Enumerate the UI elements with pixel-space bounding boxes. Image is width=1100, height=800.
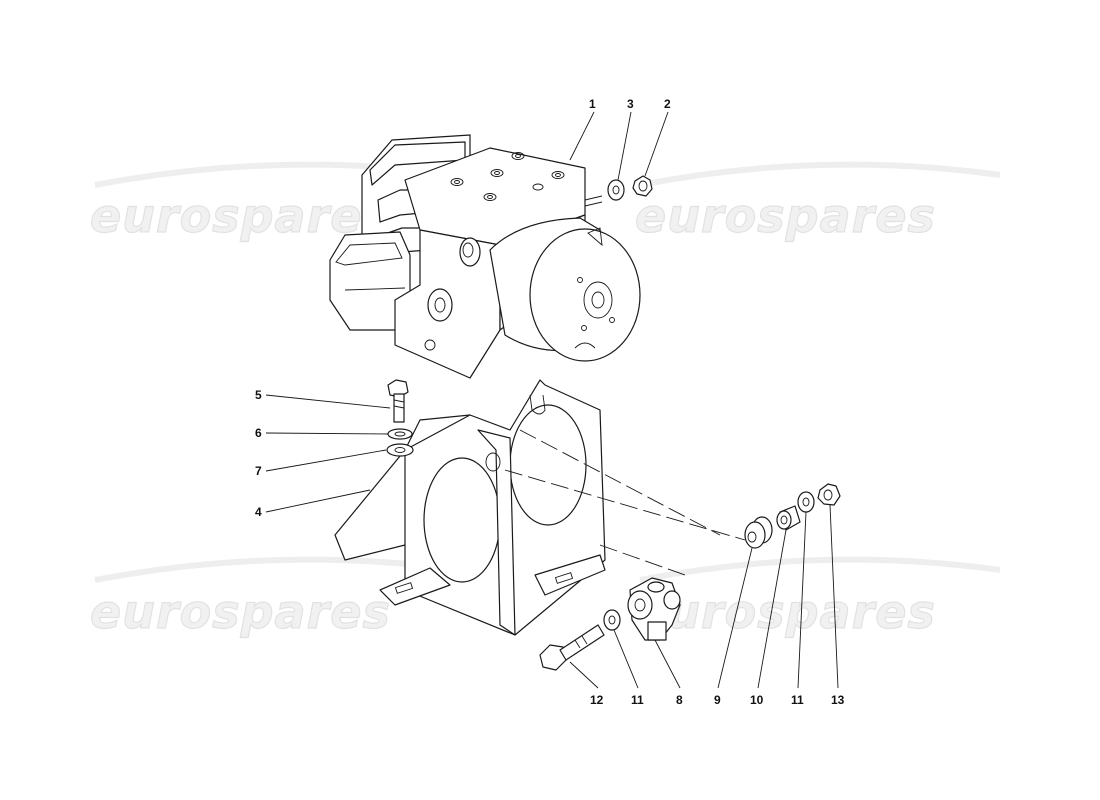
callout-labels: 1 2 3 4 5 6 7 8 9 10 11 11 12 13 [255,97,845,707]
bracket-part-4 [334,379,606,636]
callout-5: 5 [255,388,262,402]
callout-12: 12 [590,693,604,707]
callout-4: 4 [255,505,262,519]
bolt-part-12 [539,624,605,671]
callout-13: 13 [831,693,845,707]
watermark-text: eurospares [90,189,391,243]
callout-8: 8 [676,693,683,707]
bolt-part-5 [387,379,409,423]
callout-7: 7 [255,464,262,478]
washer-part-3 [607,179,625,201]
callout-11: 11 [631,693,644,707]
spacer-part-10 [776,505,801,531]
callout-10: 10 [750,693,764,707]
washer-part-11-right [797,491,815,513]
watermark-group: eurospares eurospares eurospares eurospa… [89,161,1001,640]
washer-part-6 [387,428,413,440]
callout-11: 11 [791,693,804,707]
assembly-line [504,469,746,541]
watermark-text: eurospares [635,189,936,243]
callout-6: 6 [255,426,262,440]
callout-1: 1 [589,97,596,111]
abs-hydraulic-unit [329,134,641,379]
washer-part-11-left [603,609,621,631]
watermark-text: eurospares [635,585,936,639]
nut-part-2 [632,175,653,197]
nut-part-13 [817,483,841,506]
assembly-line [519,429,721,536]
fitting-part-8 [627,577,681,641]
assembly-line [599,544,686,576]
watermark-text: eurospares [90,585,391,639]
grommet-part-9 [744,516,773,549]
washer-part-7 [386,443,414,457]
callout-2: 2 [664,97,671,111]
leader-lines [265,111,839,689]
callout-9: 9 [714,693,721,707]
callout-3: 3 [627,97,634,111]
